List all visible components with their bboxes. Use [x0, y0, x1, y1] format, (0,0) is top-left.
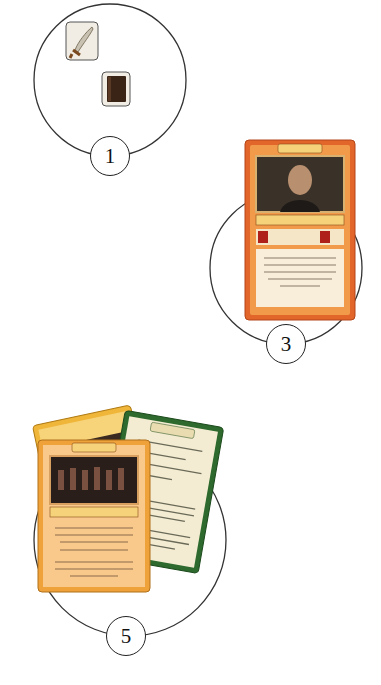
- callout-number: 3: [281, 334, 292, 355]
- front-stock-card: [38, 440, 150, 592]
- dagger-icon: [66, 22, 98, 60]
- callout-circle: 5: [106, 616, 146, 656]
- callout-circle: 1: [90, 136, 130, 176]
- character-card: [245, 140, 355, 320]
- book-icon: [102, 72, 130, 106]
- callout-number: 1: [105, 146, 116, 167]
- group-circle: [210, 192, 362, 344]
- callout-circle: 3: [266, 324, 306, 364]
- callout-number: 5: [121, 626, 132, 647]
- group-circle: [34, 4, 186, 156]
